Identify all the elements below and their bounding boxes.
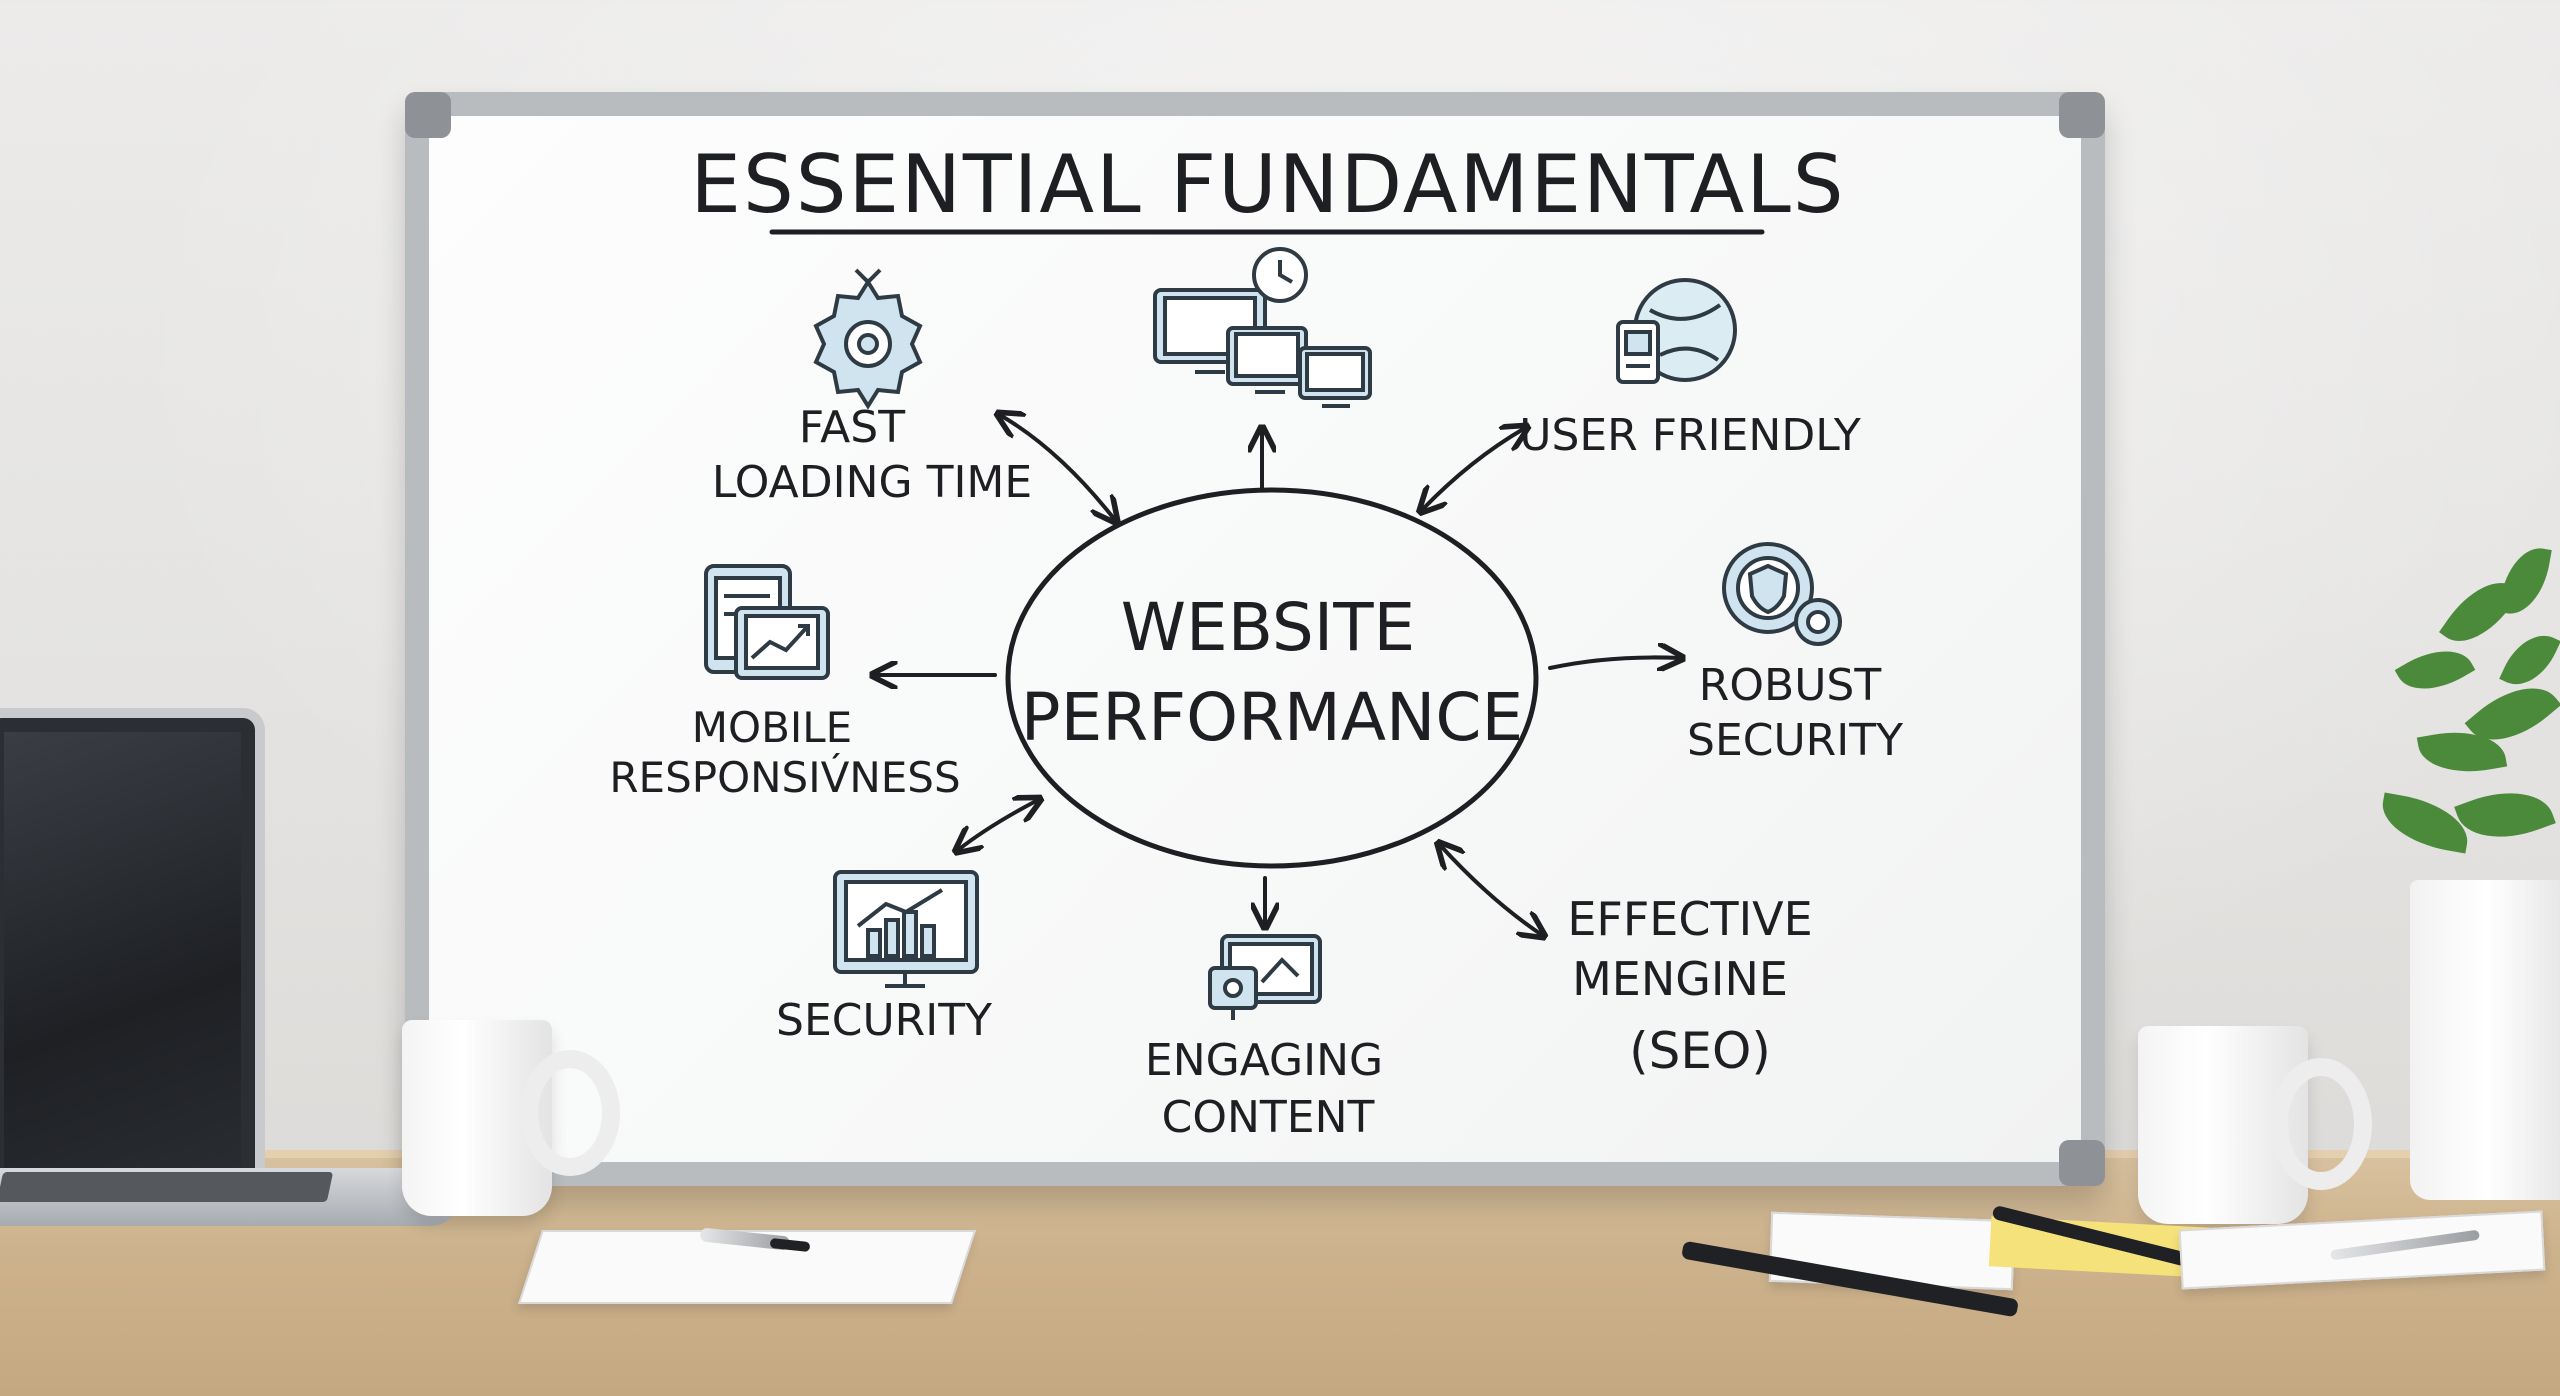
node-security-line1: SECURITY (776, 995, 992, 1046)
arrow-user-friendly (1422, 428, 1525, 510)
mug-handle (520, 1050, 620, 1176)
content-screen-icon (1208, 934, 1322, 1020)
node-fast-loading-line2: LOADING TIME (712, 457, 1032, 508)
center-label-line2: PERFORMANCE (1021, 679, 1523, 756)
gear-icon (813, 268, 923, 410)
center-label-line1: WEBSITE (1121, 589, 1415, 666)
mug-handle (2270, 1058, 2372, 1190)
tablet-chart-icon (704, 564, 830, 680)
globe-device-icon (1616, 278, 1737, 384)
plant-pot (2410, 880, 2560, 1200)
node-mobile-line2: RESPONSIV́NESS (609, 752, 960, 802)
node-user-friendly-line1: USER FRIENDLY (1519, 410, 1861, 461)
arrow-security (958, 800, 1038, 850)
node-seo-line3: (SEO) (1629, 1022, 1771, 1080)
arrow-seo (1440, 845, 1542, 935)
monitor-chart-icon (833, 870, 979, 988)
node-engaging-line2: CONTENT (1162, 1092, 1375, 1143)
node-robust-security-line2: SECURITY (1687, 715, 1903, 766)
laptop (0, 708, 265, 1188)
laptop-keyboard (0, 1172, 334, 1202)
node-seo-line2: MENGINE (1572, 952, 1788, 1006)
laptop-screen (4, 732, 241, 1188)
devices-clock-icon (1153, 247, 1372, 408)
diagram-title: ESSENTIAL FUNDAMENTALS (690, 138, 1845, 231)
node-seo-line1: EFFECTIVE (1567, 892, 1812, 946)
board-corner (2059, 1140, 2105, 1186)
center-ellipse (1005, 487, 1539, 869)
node-mobile-line1: MOBILE (692, 703, 852, 752)
board-corner (2059, 92, 2105, 138)
arrow-robust-security (1548, 657, 1680, 668)
node-engaging-line1: ENGAGING (1145, 1035, 1383, 1086)
node-robust-security-line1: ROBUST (1699, 660, 1882, 711)
node-fast-loading-line1: FAST (799, 402, 905, 453)
shield-gear-icon (1722, 542, 1842, 646)
board-corner (405, 92, 451, 138)
arrow-fast-loading (1000, 415, 1115, 520)
